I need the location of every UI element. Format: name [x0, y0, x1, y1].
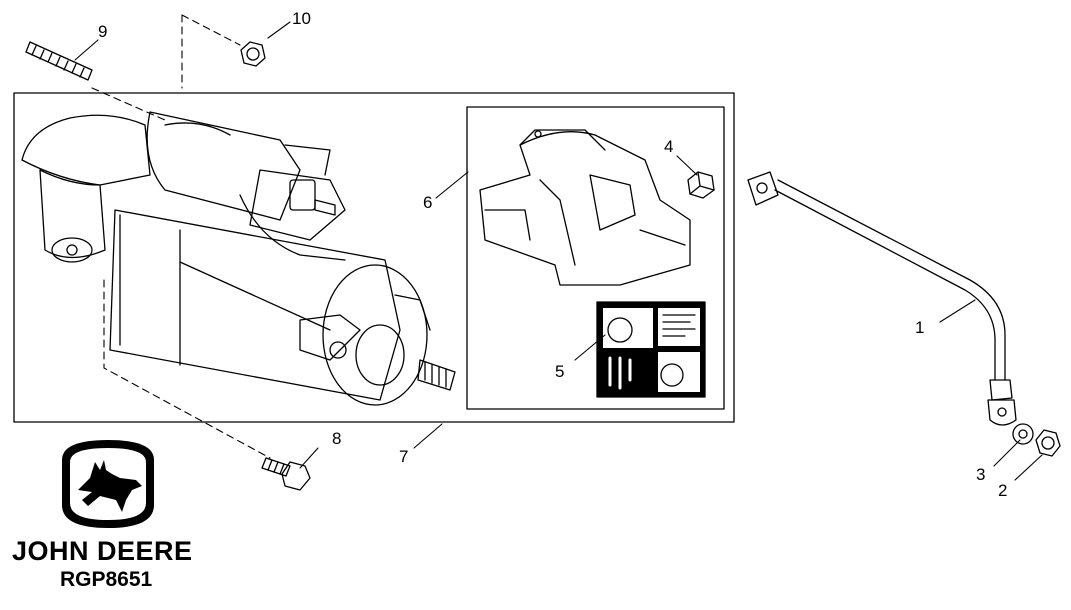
callout-3: 3 [976, 465, 985, 484]
top-nut [240, 41, 266, 67]
battery-cable [747, 171, 1017, 426]
deer-logo-icon [62, 440, 154, 528]
instruction-decal [596, 301, 706, 398]
lock-washer [1012, 423, 1034, 445]
brand-name: JOHN DEERE [12, 536, 193, 566]
callout-5: 5 [555, 362, 564, 381]
callout-10: 10 [292, 9, 311, 28]
callout-9: 9 [98, 22, 107, 41]
long-stud [25, 41, 93, 81]
cover-kit-frame [466, 106, 725, 410]
callout-7: 7 [399, 447, 408, 466]
solenoid-cover [479, 129, 691, 286]
cable-nut [1035, 429, 1061, 457]
figure-id: RGP8651 [60, 568, 153, 591]
mounting-bolt [261, 457, 311, 491]
starter-motor [21, 111, 456, 406]
starter-assembly-frame [13, 92, 735, 423]
callout-2: 2 [998, 481, 1007, 500]
cover-nut [687, 171, 715, 199]
callout-4: 4 [664, 137, 673, 156]
callout-1: 1 [915, 318, 924, 337]
callout-8: 8 [332, 429, 341, 448]
callout-6: 6 [423, 193, 432, 212]
